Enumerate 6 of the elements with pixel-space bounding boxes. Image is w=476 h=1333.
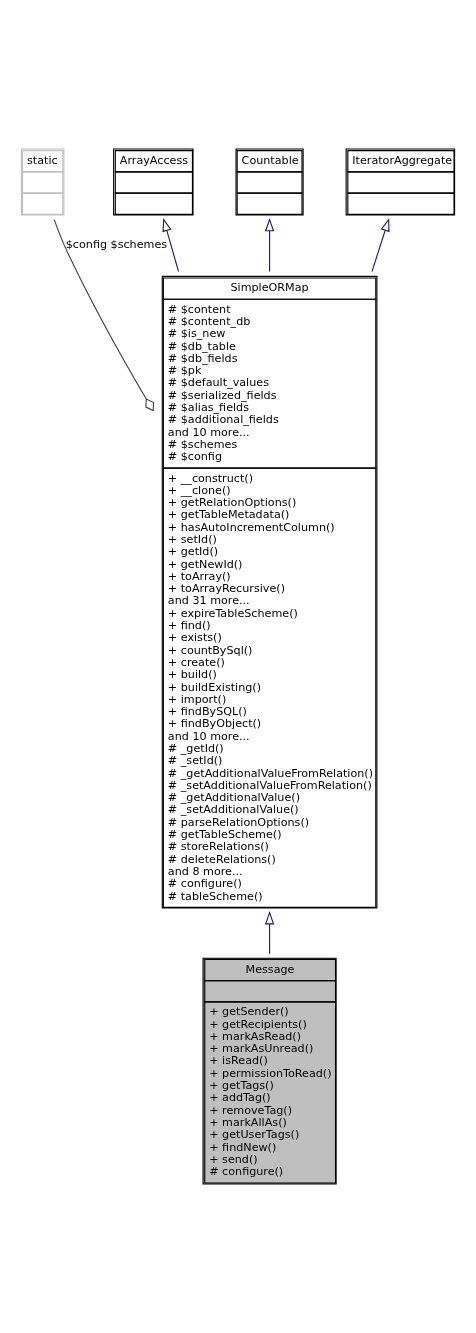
arrow	[371, 217, 390, 273]
arrow	[264, 910, 275, 955]
edge-label: $config $schemes	[65, 238, 168, 252]
connector	[53, 219, 155, 412]
arrow	[162, 217, 180, 273]
arrow	[264, 217, 275, 273]
